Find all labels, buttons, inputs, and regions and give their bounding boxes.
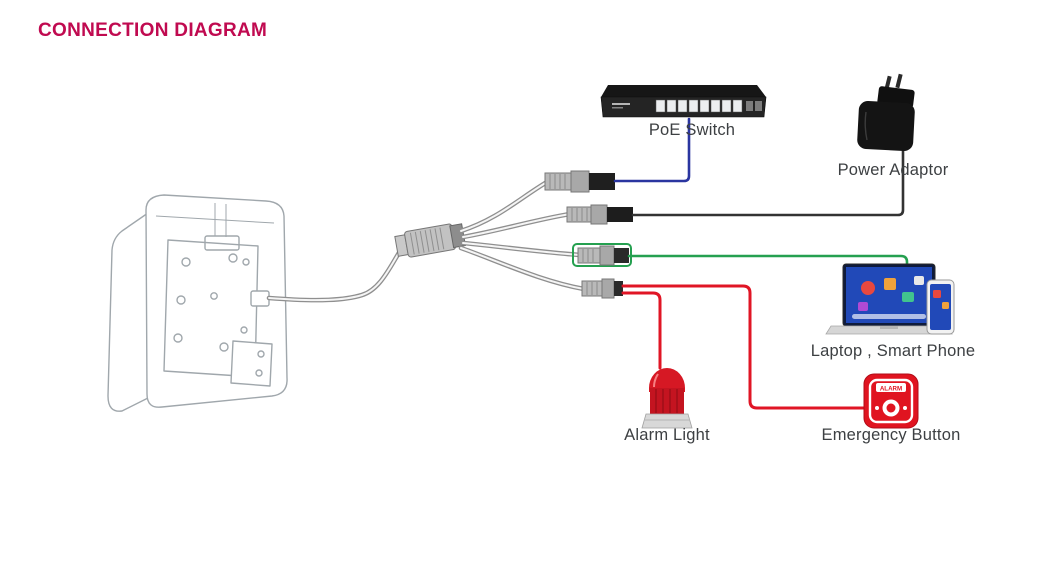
splitter-connector [394,223,467,258]
lan-connector [572,243,632,267]
cable-to-power-adaptor [631,146,905,217]
alarm-light-image [641,368,693,429]
alarm-connector [581,278,623,299]
device-drawing [107,194,288,412]
label-emergency-button: Emergency Button [821,426,961,444]
laptop-phone-image [825,263,955,335]
label-poe-switch: PoE Switch [648,121,736,139]
device-main-cable [266,242,407,303]
poe-switch-image [600,85,767,118]
page-title: CONNECTION DIAGRAM [38,20,268,41]
cable-to-poe-switch [613,117,691,183]
power-connector [566,204,633,225]
cable-to-alarm-light [621,291,662,370]
alarm-button-text: ALARM [880,386,902,393]
cable-to-laptop [627,254,909,276]
network-connector [544,170,615,193]
power-adaptor-image [857,73,915,151]
emergency-button-image: ALARM [863,373,919,429]
label-alarm-light: Alarm Light [624,426,710,444]
cable-to-emergency-button [621,284,866,410]
breakout-cables [458,179,587,292]
label-laptop-phone: Laptop , Smart Phone [810,342,976,360]
label-power-adaptor: Power Adaptor [837,161,949,179]
